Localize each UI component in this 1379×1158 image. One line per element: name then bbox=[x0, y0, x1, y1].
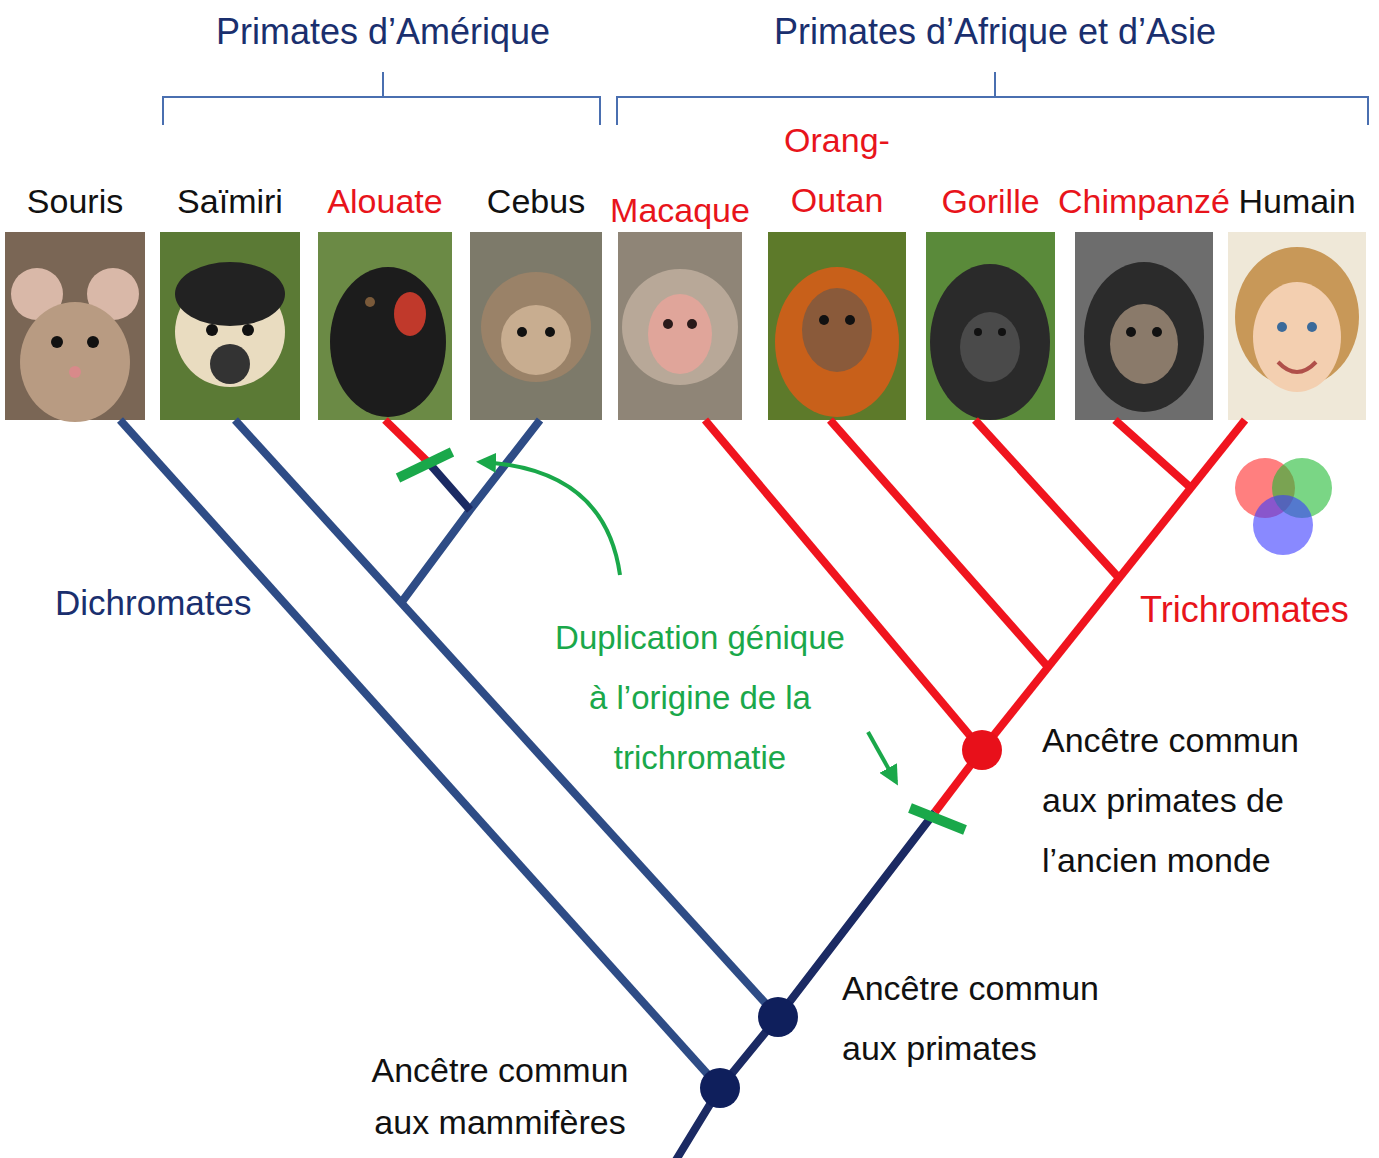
head bbox=[481, 272, 591, 382]
gorilla-photo bbox=[926, 232, 1055, 420]
mouth bbox=[394, 292, 426, 336]
body bbox=[330, 267, 446, 417]
eye bbox=[819, 315, 829, 325]
species-name: Cebus bbox=[487, 181, 585, 222]
ancestor-dot bbox=[700, 1068, 740, 1108]
group-brackets bbox=[163, 72, 1368, 125]
species-photo: Macaque bbox=[618, 232, 742, 420]
photo-ground bbox=[160, 232, 300, 420]
event-note: Duplication génique à l’origine de la tr… bbox=[545, 608, 855, 788]
eye bbox=[206, 324, 218, 336]
branch bbox=[401, 420, 540, 603]
species-name: Macaque bbox=[610, 190, 750, 231]
eye bbox=[242, 324, 254, 336]
leader-arrow bbox=[868, 732, 896, 782]
branch bbox=[830, 420, 1048, 667]
species-name: Saïmiri bbox=[177, 181, 283, 222]
group-heading: Primates d’Amérique bbox=[216, 10, 550, 53]
muzzle bbox=[210, 344, 250, 384]
photo-ground bbox=[318, 232, 452, 420]
head bbox=[930, 264, 1050, 420]
species-photo: Chimpanzé bbox=[1075, 232, 1213, 420]
rgb-symbol bbox=[1235, 458, 1332, 555]
eye bbox=[365, 297, 375, 307]
species-photo: Cebus bbox=[470, 232, 602, 420]
face bbox=[802, 288, 872, 372]
eye bbox=[998, 328, 1006, 336]
cebus-photo bbox=[470, 232, 602, 420]
eye bbox=[1277, 322, 1287, 332]
photo-ground bbox=[1228, 232, 1366, 420]
species-photo: Humain bbox=[1228, 232, 1366, 420]
leader-arrow bbox=[480, 462, 620, 575]
fur bbox=[775, 267, 899, 417]
eye bbox=[87, 336, 99, 348]
species-name: Alouate bbox=[327, 181, 442, 222]
eye bbox=[687, 319, 697, 329]
chimpanzee-photo bbox=[1075, 232, 1213, 420]
eye bbox=[1126, 327, 1136, 337]
eye bbox=[1152, 327, 1162, 337]
group-label: Trichromates bbox=[1140, 588, 1349, 631]
ancestor-label: Ancêtre commun aux primates de l’ancien … bbox=[1042, 710, 1317, 890]
mouse-photo bbox=[5, 232, 145, 422]
bracket bbox=[163, 72, 600, 125]
eye bbox=[545, 327, 555, 337]
color-circle bbox=[1253, 495, 1313, 555]
bracket bbox=[617, 72, 1368, 125]
eye bbox=[51, 336, 63, 348]
photo-ground bbox=[470, 232, 602, 420]
species-name: Souris bbox=[27, 181, 123, 222]
macaque-photo bbox=[618, 232, 742, 420]
eye bbox=[974, 328, 982, 336]
branch bbox=[1115, 420, 1191, 488]
species-name: Chimpanzé bbox=[1058, 181, 1230, 222]
branch bbox=[235, 420, 778, 1017]
ancestor-label: Ancêtre commun aux primates bbox=[842, 958, 1117, 1078]
ancestor-dot bbox=[758, 997, 798, 1037]
branch bbox=[428, 462, 470, 510]
eye bbox=[517, 327, 527, 337]
saimiri-photo bbox=[160, 232, 300, 420]
nose bbox=[69, 366, 81, 378]
ancestor-label: Ancêtre commun aux mammifères bbox=[363, 1044, 638, 1148]
human-photo bbox=[1228, 232, 1366, 420]
eye bbox=[663, 319, 673, 329]
smile bbox=[1278, 362, 1316, 372]
face bbox=[501, 305, 571, 375]
ancestor-dot bbox=[962, 730, 1002, 770]
face bbox=[648, 294, 712, 374]
photo-ground bbox=[618, 232, 742, 420]
species-photo: Souris bbox=[5, 232, 145, 420]
head bbox=[20, 302, 130, 422]
orangutan-photo bbox=[768, 232, 906, 420]
species-name: Orang- Outan bbox=[772, 110, 902, 230]
species-photo: Orang- Outan bbox=[768, 232, 906, 420]
duplication-bar bbox=[398, 452, 452, 478]
photo-ground bbox=[1075, 232, 1213, 420]
fur bbox=[622, 269, 738, 385]
duplication-bar bbox=[910, 808, 965, 830]
group-label: Dichromates bbox=[55, 582, 251, 624]
species-photo: Alouate bbox=[318, 232, 452, 420]
branch bbox=[385, 420, 428, 462]
branch bbox=[975, 420, 1119, 578]
face bbox=[1110, 304, 1178, 384]
photo-ground bbox=[926, 232, 1055, 420]
eye bbox=[1307, 322, 1317, 332]
eye bbox=[845, 315, 855, 325]
howler-photo bbox=[318, 232, 452, 420]
photo-ground bbox=[768, 232, 906, 420]
group-heading: Primates d’Afrique et d’Asie bbox=[774, 10, 1216, 53]
face bbox=[1253, 282, 1341, 392]
species-photo: Saïmiri bbox=[160, 232, 300, 420]
cap bbox=[175, 262, 285, 326]
head bbox=[1084, 262, 1204, 412]
face bbox=[960, 312, 1020, 382]
species-name: Gorille bbox=[941, 181, 1039, 222]
species-name: Humain bbox=[1238, 181, 1355, 222]
species-photo: Gorille bbox=[926, 232, 1055, 420]
